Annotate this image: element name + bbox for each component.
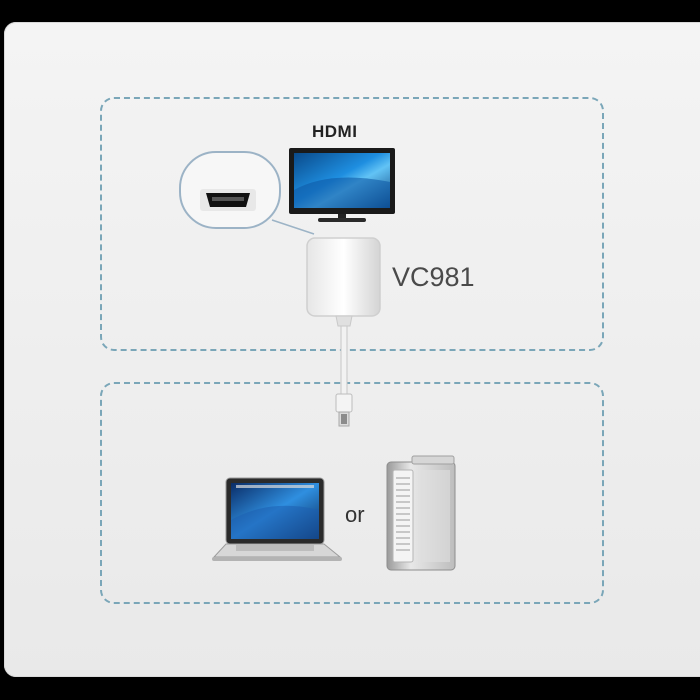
laptop-icon	[212, 477, 342, 561]
desktop-tower-icon	[386, 455, 456, 571]
hdmi-port-icon	[179, 151, 315, 235]
adapter-label: VC981	[392, 262, 475, 292]
monitor-label: HDMI	[312, 122, 358, 141]
vc981-adapter-icon	[306, 237, 381, 397]
source-zone	[100, 382, 604, 604]
hdmi-monitor-icon	[289, 148, 395, 222]
or-label: or	[345, 502, 365, 527]
mini-displayport-connector-icon	[335, 393, 353, 427]
display-zone	[100, 97, 604, 351]
